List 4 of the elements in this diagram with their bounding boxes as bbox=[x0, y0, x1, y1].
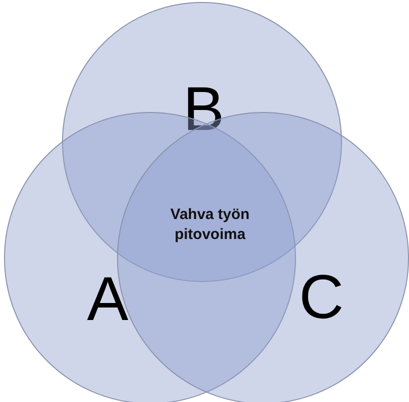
circle-letter: C bbox=[299, 267, 344, 329]
circle-letter: A bbox=[87, 269, 128, 331]
circle-letter: B bbox=[183, 79, 224, 141]
overlap-label: Vahva työn pitovoima bbox=[169, 205, 251, 244]
